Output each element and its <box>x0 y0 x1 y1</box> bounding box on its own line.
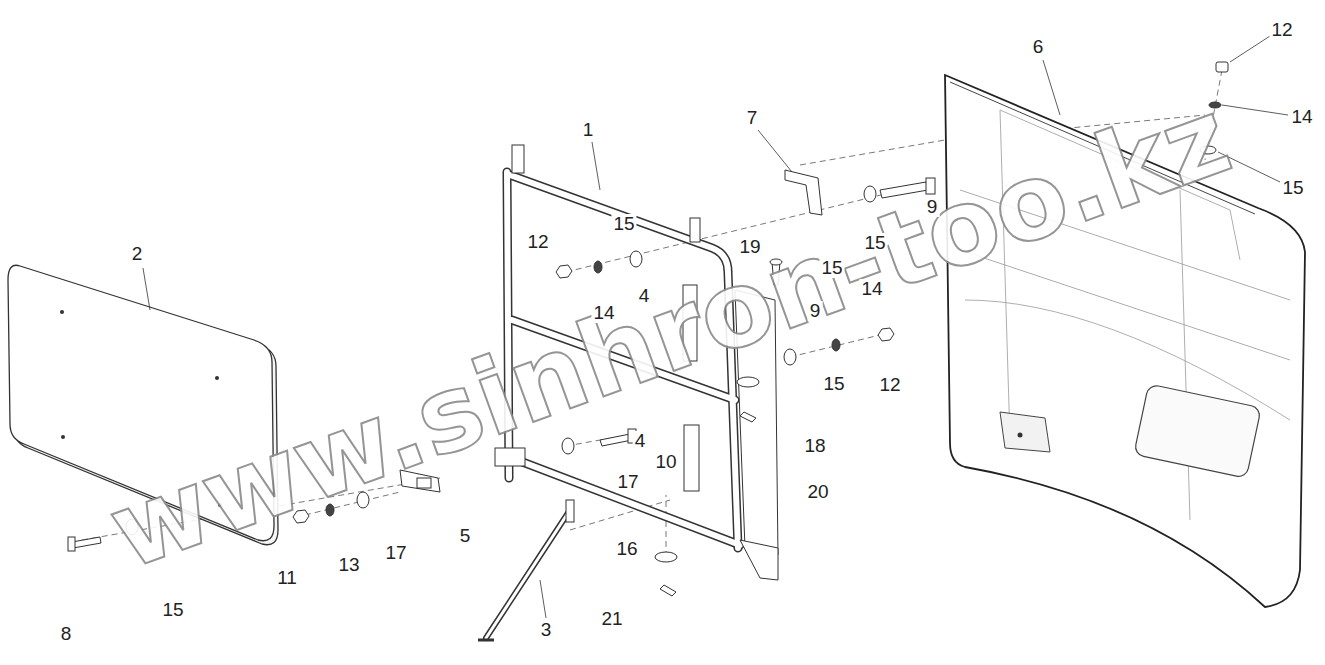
callout-number: 21 <box>599 609 624 629</box>
callout-number: 18 <box>802 436 827 456</box>
callout-number: 15 <box>821 374 846 394</box>
callout-number: 14 <box>591 303 616 323</box>
callout-number: 15 <box>1280 178 1305 198</box>
callout-number: 7 <box>745 108 760 128</box>
callout-number: 10 <box>653 452 678 472</box>
callout-number: 16 <box>614 539 639 559</box>
callout-number: 2 <box>130 244 145 264</box>
callout-number: 12 <box>877 375 902 395</box>
callout-number: 9 <box>925 197 940 217</box>
callout-number: 8 <box>59 624 74 644</box>
callout-number: 17 <box>383 543 408 563</box>
callout-number: 3 <box>539 620 554 640</box>
callout-number: 12 <box>1269 20 1294 40</box>
callout-number: 13 <box>336 555 361 575</box>
callout-number: 15 <box>160 600 185 620</box>
callout-number: 1 <box>581 120 596 140</box>
callout-number: 6 <box>1031 37 1046 57</box>
callout-number: 19 <box>737 237 762 257</box>
callout-number: 14 <box>859 279 884 299</box>
callout-number: 15 <box>611 214 636 234</box>
callout-number: 15 <box>819 258 844 278</box>
callout-number: 4 <box>633 431 648 451</box>
callout-number: 9 <box>808 301 823 321</box>
callout-number: 5 <box>458 526 473 546</box>
callout-number: 20 <box>805 482 830 502</box>
callout-number: 11 <box>275 568 299 588</box>
callout-number: 4 <box>637 286 652 306</box>
callout-number: 12 <box>525 232 550 252</box>
callout-number: 15 <box>862 233 887 253</box>
callout-number: 14 <box>1289 107 1314 127</box>
callout-number: 17 <box>615 472 640 492</box>
